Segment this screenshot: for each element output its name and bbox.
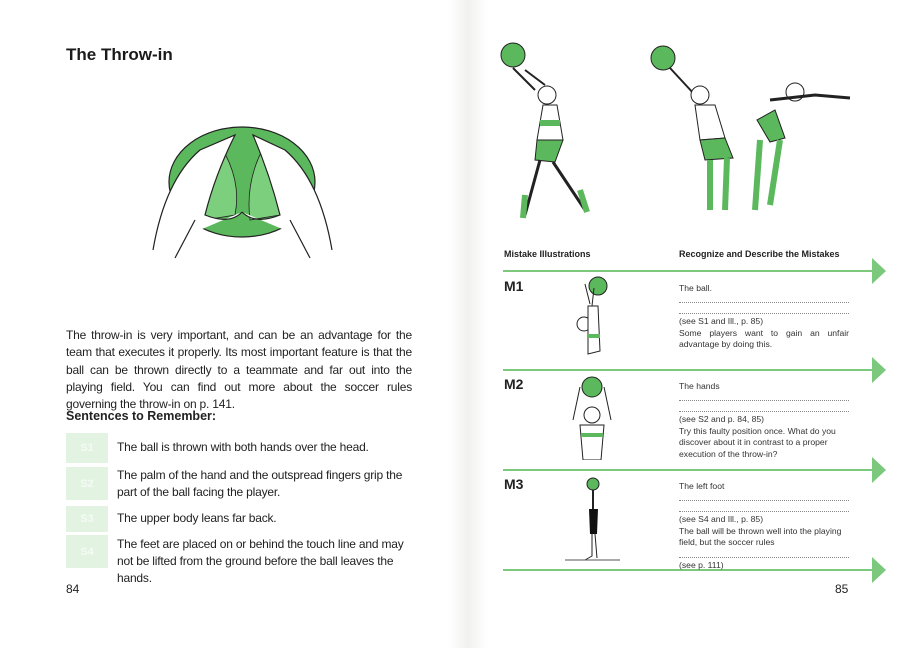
sentence-text-s2: The palm of the hand and the outspread f…: [117, 468, 403, 499]
answer-blank[interactable]: [679, 492, 849, 502]
answer-blank[interactable]: [679, 392, 849, 402]
answer-blank[interactable]: [679, 549, 849, 558]
page-title: The Throw-in: [66, 45, 173, 64]
arrow-right-icon: [872, 457, 886, 483]
sentence-badge-s3: S3: [66, 506, 108, 532]
sentence-text-s4: The feet are placed on or behind the tou…: [117, 537, 404, 585]
sentences-heading: Sentences to Remember:: [66, 409, 217, 423]
mistake-m1-ref: (see S1 and Ill., p. 85): [679, 316, 764, 327]
answer-blank[interactable]: [679, 294, 849, 304]
answer-blank[interactable]: [679, 403, 849, 413]
page-number-left: 84: [66, 582, 80, 596]
mistake-m2-ref: (see S2 and p. 84, 85): [679, 414, 765, 425]
mistake-m2-text: The hands (see S2 and p. 84, 85) Try thi…: [679, 381, 849, 460]
divider-rule: [503, 469, 873, 471]
arrow-right-icon: [872, 557, 886, 583]
mistake-m2-illustration: [572, 376, 612, 460]
mistake-label-m2: M2: [504, 376, 524, 392]
sentence-badge-s2: S2: [66, 467, 108, 500]
column-heading-mistakes: Recognize and Describe the Mistakes: [679, 249, 840, 259]
sentence-text-s3: The upper body leans far back.: [117, 511, 277, 525]
sentence-text-s1: The ball is thrown with both hands over …: [117, 440, 369, 454]
hands-on-ball-illustration: [152, 126, 333, 259]
page-number-right: 85: [835, 582, 849, 596]
book-gutter: [448, 0, 488, 648]
throw-in-sequence-illustration: [500, 42, 851, 219]
mistake-label-m3: M3: [504, 476, 524, 492]
divider-rule: [503, 270, 873, 272]
mistake-m1-text: The ball. (see S1 and Ill., p. 85) Some …: [679, 283, 849, 351]
mistake-label-m1: M1: [504, 278, 524, 294]
mistake-m1-illustration: [576, 276, 608, 355]
mistake-m3-note: The ball will be thrown well into the pl…: [679, 525, 842, 548]
divider-rule: [503, 569, 873, 571]
sentence-badge-s4: S4: [66, 535, 108, 568]
mistake-m3-ref2: (see p. 111): [679, 559, 724, 570]
arrow-right-icon: [872, 258, 886, 284]
mistake-m2-lead: The hands: [679, 381, 720, 391]
answer-blank[interactable]: [679, 305, 849, 315]
mistake-m3-illustration: [565, 477, 620, 561]
divider-rule: [503, 369, 873, 371]
column-heading-illustrations: Mistake Illustrations: [504, 249, 591, 259]
intro-paragraph: The throw-in is very important, and can …: [66, 328, 412, 412]
answer-blank[interactable]: [679, 503, 849, 513]
sentence-badge-s1: S1: [66, 433, 108, 463]
mistake-m1-note: Some players want to gain an unfair adva…: [679, 327, 849, 350]
mistake-m1-lead: The ball.: [679, 283, 712, 293]
mistake-m3-ref: (see S4 and Ill., p. 85): [679, 514, 764, 525]
mistake-m2-note: Try this faulty position once. What do y…: [679, 425, 836, 459]
mistake-m3-lead: The left foot: [679, 481, 725, 491]
arrow-right-icon: [872, 357, 886, 383]
mistake-m3-text: The left foot (see S4 and Ill., p. 85) T…: [679, 481, 849, 571]
